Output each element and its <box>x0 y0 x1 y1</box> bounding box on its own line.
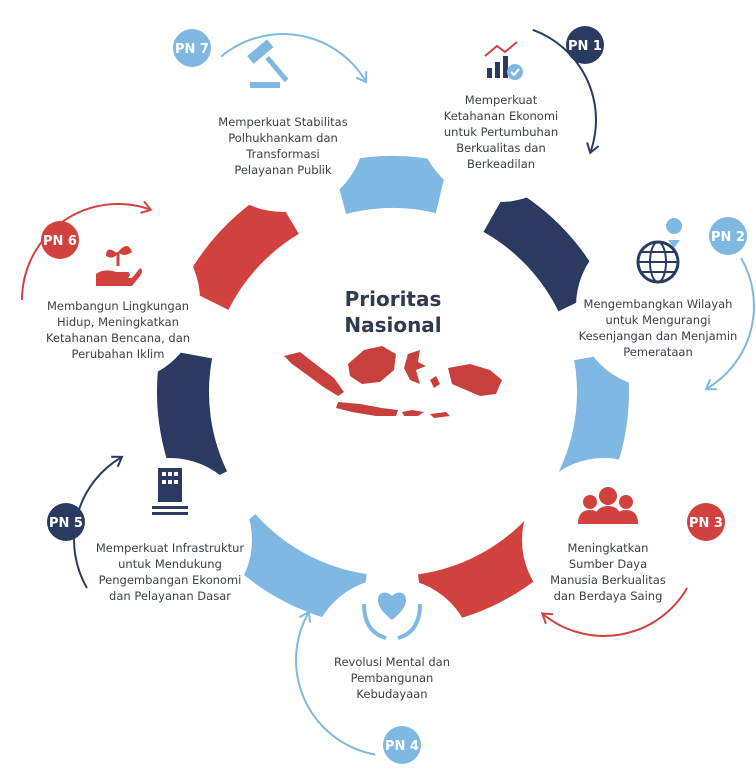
arrow-head-icon <box>298 610 312 623</box>
pn3-icon <box>578 487 638 524</box>
cycle-arrow-arc <box>541 587 688 637</box>
cycle-arrow-arc <box>532 28 597 154</box>
pn5-icon <box>152 468 188 515</box>
pn5-badge: PN 5 <box>47 503 85 541</box>
svg-text:Sumber Daya: Sumber Daya <box>569 557 647 571</box>
arrow-head-icon <box>355 71 368 84</box>
svg-text:Memperkuat Infrastruktur: Memperkuat Infrastruktur <box>96 541 245 555</box>
arrow-head-icon <box>111 455 124 468</box>
pn4-badge: PN 4 <box>383 726 421 764</box>
svg-text:PN 4: PN 4 <box>385 739 419 754</box>
pn2-icon <box>636 218 683 284</box>
svg-text:Kebudayaan: Kebudayaan <box>356 687 427 701</box>
svg-text:PN 3: PN 3 <box>689 516 723 531</box>
pn1-text: Memperkuat Ketahanan Ekonomi untuk Pertu… <box>444 93 559 171</box>
center-title-line-1: Prioritas <box>345 287 442 311</box>
pn7-badge: PN 7 <box>173 29 211 67</box>
svg-text:Membangun Lingkungan: Membangun Lingkungan <box>47 299 189 313</box>
arrow-head-icon <box>140 200 153 214</box>
svg-text:Pembangunan: Pembangunan <box>351 671 434 685</box>
svg-text:Ketahanan Ekonomi: Ketahanan Ekonomi <box>444 109 559 123</box>
svg-text:untuk Mengurangi: untuk Mengurangi <box>605 313 710 327</box>
svg-text:Mengembangkan Wilayah: Mengembangkan Wilayah <box>584 297 733 311</box>
svg-text:PN 7: PN 7 <box>175 42 209 57</box>
svg-text:Memperkuat Stabilitas: Memperkuat Stabilitas <box>218 115 347 129</box>
cycle-arrow-arc <box>220 33 367 83</box>
svg-text:Berkeadilan: Berkeadilan <box>467 157 535 171</box>
pn1-icon <box>484 41 523 80</box>
pn3-text: Meningkatkan Sumber Daya Manusia Berkual… <box>550 541 666 603</box>
node-circle <box>418 38 582 202</box>
svg-text:Pengembangan Ekonomi: Pengembangan Ekonomi <box>99 573 242 587</box>
svg-text:Ketahanan Bencana, dan: Ketahanan Bencana, dan <box>46 331 190 345</box>
svg-text:PN 6: PN 6 <box>43 234 77 249</box>
pn3-badge: PN 3 <box>687 503 725 541</box>
node-circle <box>310 578 474 742</box>
ring-segment <box>216 513 368 626</box>
pn6-icon <box>96 246 142 286</box>
arrow-head-icon <box>540 612 554 625</box>
pn7-text: Memperkuat Stabilitas Polhukhankam dan T… <box>218 115 347 177</box>
cycle-arrow-arc <box>705 257 755 390</box>
pn7-icon <box>247 39 289 88</box>
svg-text:Hidup, Meningkatkan: Hidup, Meningkatkan <box>57 315 179 329</box>
node-circle <box>36 218 200 382</box>
svg-text:Memperkuat: Memperkuat <box>465 93 538 107</box>
pn1-badge: PN 1 <box>566 26 604 64</box>
indonesia-map-icon <box>284 346 502 418</box>
svg-text:Meningkatkan: Meningkatkan <box>568 541 649 555</box>
svg-text:dan Pelayanan Dasar: dan Pelayanan Dasar <box>109 589 231 603</box>
svg-text:untuk Mendukung: untuk Mendukung <box>118 557 222 571</box>
svg-text:Pelayanan Publik: Pelayanan Publik <box>234 163 332 177</box>
svg-text:PN 5: PN 5 <box>49 516 83 531</box>
center-title-line-2: Nasional <box>344 313 441 337</box>
svg-text:Kesenjangan dan Menjamin: Kesenjangan dan Menjamin <box>579 329 738 343</box>
node-circle <box>88 458 252 622</box>
svg-text:untuk Pertumbuhan: untuk Pertumbuhan <box>444 125 558 139</box>
arrow-head-icon <box>586 142 600 155</box>
pn2-text: Mengembangkan Wilayah untuk Mengurangi K… <box>579 297 738 359</box>
node-circle <box>201 48 365 212</box>
pn6-badge: PN 6 <box>41 221 79 259</box>
pn4-icon <box>362 592 422 640</box>
svg-text:Revolusi Mental dan: Revolusi Mental dan <box>334 655 450 669</box>
svg-text:PN 1: PN 1 <box>568 39 602 54</box>
svg-text:Berkualitas dan: Berkualitas dan <box>456 141 546 155</box>
ring-segment <box>332 156 448 215</box>
svg-text:Polhukhankam dan: Polhukhankam dan <box>228 131 338 145</box>
svg-text:dan Berdaya Saing: dan Berdaya Saing <box>554 589 663 603</box>
ring-segment <box>181 189 300 311</box>
svg-text:Perubahan Iklim: Perubahan Iklim <box>72 347 165 361</box>
arrow-head-icon <box>704 378 717 391</box>
svg-text:Manusia Berkualitas: Manusia Berkualitas <box>550 573 666 587</box>
svg-text:PN 2: PN 2 <box>711 230 745 245</box>
node-circle <box>522 458 686 622</box>
cycle-arrow-arc <box>295 611 376 756</box>
svg-text:Pemerataan: Pemerataan <box>623 345 693 359</box>
pn4-text: Revolusi Mental dan Pembangunan Kebudaya… <box>334 655 450 701</box>
pn6-text: Membangun Lingkungan Hidup, Meningkatkan… <box>46 299 190 361</box>
node-circle <box>576 224 740 388</box>
pn5-text: Memperkuat Infrastruktur untuk Mendukung… <box>96 541 245 603</box>
svg-text:Transformasi: Transformasi <box>245 147 319 161</box>
pn2-badge: PN 2 <box>709 217 747 255</box>
ring-segment <box>483 186 606 312</box>
